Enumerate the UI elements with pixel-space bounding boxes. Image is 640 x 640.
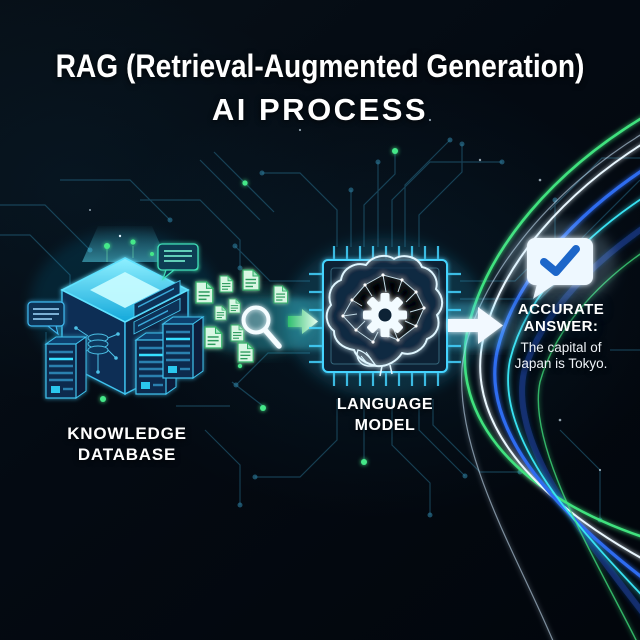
document-icon: [219, 275, 234, 293]
retrieval-arrow-icon: [288, 309, 318, 334]
knowledge-database-illustration: [27, 226, 205, 400]
document-icon: [273, 285, 289, 304]
chat-bubble-icon: [157, 243, 199, 281]
document-icon: [204, 326, 223, 349]
beam-particles: [104, 234, 154, 262]
circuit-traces: [0, 139, 640, 520]
knowledge-database-label: KNOWLEDGE DATABASE: [67, 424, 187, 465]
accurate-answer-block: ACCURATE ANSWER: The capital of Japan is…: [500, 301, 622, 372]
document-icon: [195, 281, 214, 304]
document-icon: [230, 324, 245, 342]
answer-body: The capital of Japan is Tokyo.: [514, 339, 608, 371]
checkmark-icon: [540, 245, 580, 276]
cube-left-face-circuit: [74, 326, 120, 374]
language-model-chip-icon: [309, 246, 461, 386]
data-streams: [461, 117, 640, 640]
output-arrow-icon: [448, 307, 503, 344]
document-icon: [228, 298, 241, 314]
document-icon: [242, 269, 260, 291]
light-beam: [82, 226, 168, 262]
document-icon: [214, 305, 227, 321]
gear-icon: [363, 293, 407, 337]
title-line2: AI PROCESS: [211, 91, 429, 127]
sparkle-dots: [89, 118, 602, 472]
language-model-label: LANGUAGE MODEL: [336, 396, 434, 434]
page-title: RAG (Retrieval-Augmented Generation) AI …: [0, 48, 640, 128]
chat-bubble-icon: [27, 301, 65, 336]
answer-heading: ACCURATE ANSWER:: [517, 301, 605, 336]
magnifier-icon: [241, 305, 282, 349]
answer-speech-bubble-icon: [527, 238, 593, 299]
title-line1: RAG (Retrieval-Augmented Generation): [55, 48, 585, 84]
document-icon: [237, 342, 254, 363]
